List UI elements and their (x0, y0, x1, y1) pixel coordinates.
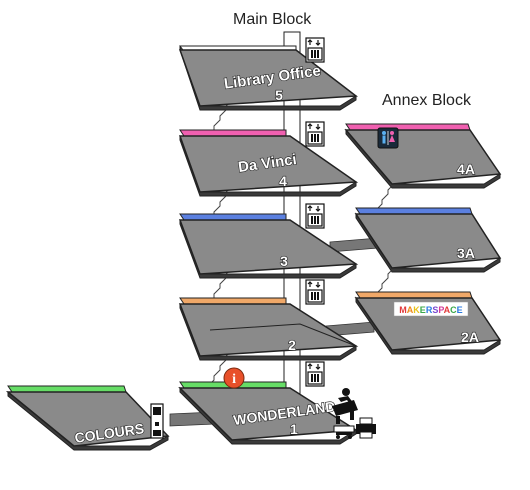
info-icon[interactable]: i (223, 367, 245, 389)
floor-4a[interactable]: 4A (344, 123, 502, 189)
floor-2[interactable]: 2 (178, 297, 359, 361)
lift-icon[interactable] (305, 279, 325, 305)
makerspace-letter: A (444, 305, 451, 315)
colours-colour-band (7, 385, 127, 393)
floor-2a-colour-band (355, 291, 473, 299)
floor-4a-colour-band (345, 123, 471, 131)
floor-3-colour-band (179, 213, 287, 221)
book-trolley-icon[interactable] (333, 425, 355, 439)
floor-3-number: 3 (280, 253, 288, 269)
lift-icon[interactable] (305, 203, 325, 229)
floor-2a[interactable]: MAKERSPACE 2A (354, 291, 502, 355)
floor-2-colour-band (179, 297, 287, 305)
floor-2-number: 2 (288, 337, 296, 353)
floor-4[interactable]: Da Vinci 4 (178, 129, 359, 197)
floor-3a-number: 3A (457, 245, 475, 261)
floor-5[interactable]: Library Office 5 (178, 45, 359, 111)
toilet-icon[interactable] (377, 127, 399, 149)
floor-3a[interactable]: 3A (354, 207, 502, 273)
floor-4a-number: 4A (457, 161, 475, 177)
makerspace-letter: E (457, 305, 463, 315)
makerspace-letter: K (413, 305, 420, 315)
annex-block-label: Annex Block (382, 92, 472, 109)
reception-desk-icon[interactable] (332, 388, 358, 424)
floor-2a-number: 2A (461, 329, 479, 345)
makerspace-letter: P (438, 305, 444, 315)
makerspace-letter: E (420, 305, 426, 315)
floor-3[interactable]: 3 (178, 213, 359, 279)
makerspace-letter: C (450, 305, 457, 315)
info-glyph: i (232, 372, 236, 387)
drink-station-icon[interactable] (150, 403, 164, 439)
floor-4-number: 4 (279, 173, 287, 189)
makerspace-letter: A (407, 305, 414, 315)
floor-colours[interactable]: COLOURS (5, 385, 170, 451)
floor-4-colour-band (179, 129, 287, 137)
printer-icon[interactable] (356, 417, 376, 439)
makerspace-letter: M (399, 305, 407, 315)
makerspace-letter: R (426, 305, 433, 315)
lift-icon[interactable] (305, 37, 325, 63)
makerspace-logo: MAKERSPACE (393, 301, 469, 317)
makerspace-letter: S (432, 305, 438, 315)
makerspace-label: MAKERSPACE (399, 305, 462, 315)
lift-icon[interactable] (305, 121, 325, 147)
floor-3a-colour-band (355, 207, 473, 215)
lift-icon[interactable] (305, 361, 325, 387)
main-block-label: Main Block (233, 11, 312, 28)
floor-5-number: 5 (275, 87, 283, 103)
floor-1-number: 1 (290, 421, 298, 437)
floor-1[interactable]: WONDERLAND 1 (178, 381, 359, 445)
